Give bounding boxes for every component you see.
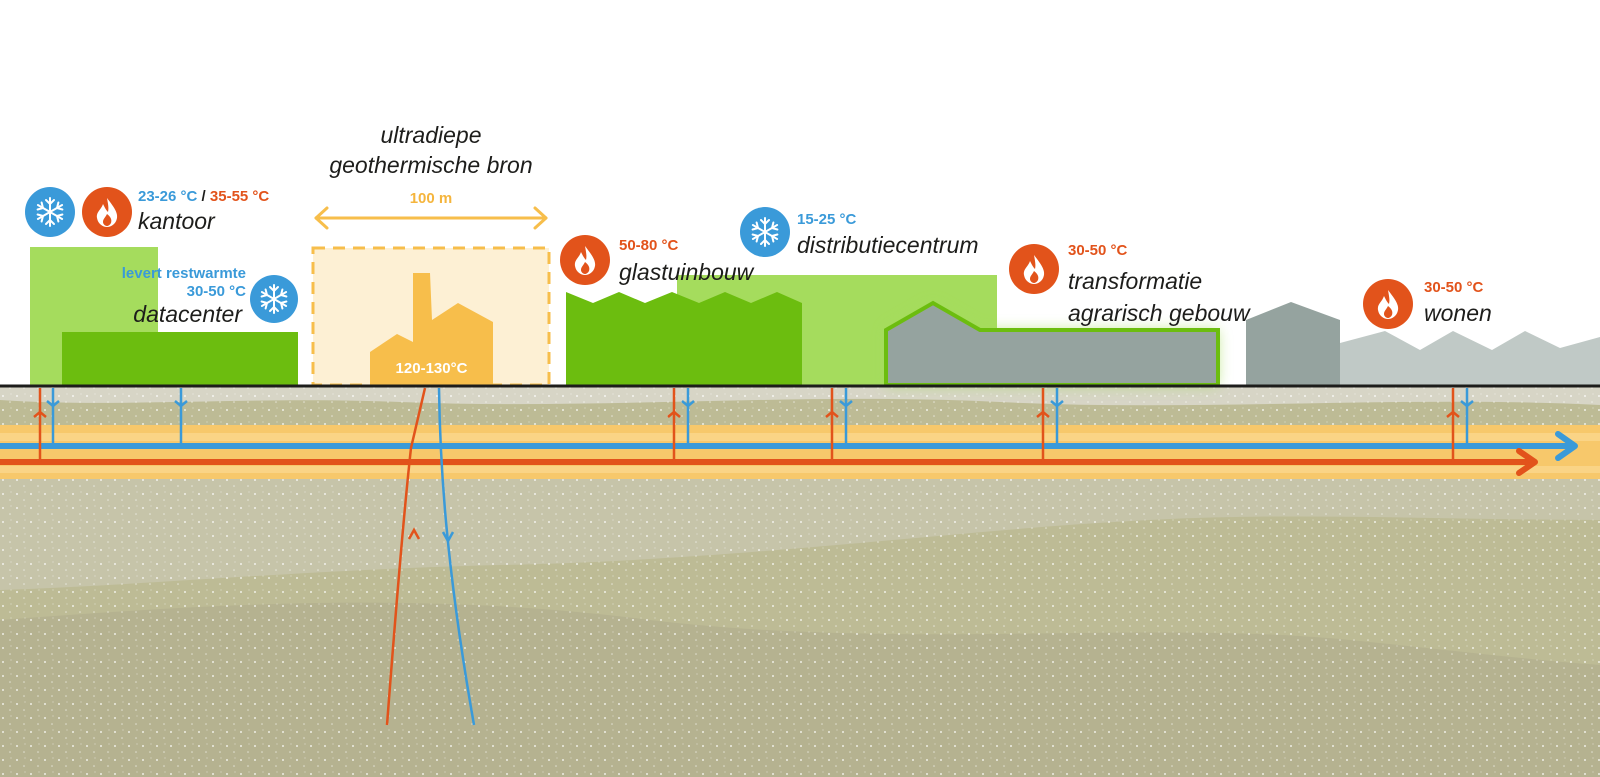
- datacenter-note: levert restwarmte: [121, 265, 246, 282]
- glastuinbouw-label: glastuinbouw: [619, 259, 754, 285]
- wonen-temp: 30-50 °C: [1424, 279, 1484, 296]
- cold-connection-arrow: [174, 400, 188, 408]
- heat-connection-arrow: [33, 410, 47, 418]
- distributiecentrum-label: distributiecentrum: [797, 232, 979, 258]
- kantoor-flame-icon: [82, 187, 132, 237]
- kantoor-heat-temp: 35-55 °C: [209, 188, 270, 205]
- wonen-flame-icon: [1363, 279, 1413, 329]
- transformatie-flame-icon: [1009, 244, 1059, 294]
- wonen-building-2: [1340, 331, 1600, 385]
- kantoor-cold-temp: 23-26 °C: [138, 188, 198, 205]
- kantoor-separator: /: [201, 188, 206, 205]
- heat-connection-arrow: [825, 410, 839, 418]
- glastuinbouw-flame-icon: [560, 235, 610, 285]
- datacenter-temp: 30-50 °C: [186, 283, 246, 300]
- heat-connection-arrow: [1036, 410, 1050, 418]
- source-temperature: 120-130°C: [395, 360, 468, 377]
- glastuinbouw-temp: 50-80 °C: [619, 237, 679, 254]
- datacenter-building: [62, 332, 298, 385]
- distributiecentrum-snowflake-icon: [740, 207, 790, 257]
- source-width-arrow: [314, 206, 548, 230]
- transformatie-label-line1: transformatie: [1068, 268, 1203, 294]
- cold-main-pipe: [0, 431, 1578, 461]
- cold-connection-arrow: [681, 400, 695, 408]
- kantoor-label: kantoor: [138, 208, 215, 234]
- kantoor-temps: 23-26 °C / 35-55 °C: [138, 189, 269, 204]
- connection-pipes: [33, 388, 1474, 462]
- cold-connection-arrow: [46, 400, 60, 408]
- source-width-label: 100 m: [409, 190, 453, 207]
- pipe-band: [0, 425, 1600, 479]
- distributiecentrum-temp: 15-25 °C: [797, 211, 857, 228]
- geothermal-wells: [385, 387, 476, 726]
- datacenter-label: datacenter: [133, 301, 242, 327]
- glastuinbouw-building: [566, 292, 802, 385]
- source-title-line1: ultradiepe: [380, 122, 482, 148]
- transformatie-temp: 30-50 °C: [1068, 242, 1128, 259]
- datacenter-snowflake-icon: [250, 275, 298, 323]
- wonen-label: wonen: [1424, 300, 1492, 326]
- cold-connection-arrow: [1460, 400, 1474, 408]
- wonen-building-1: [1246, 302, 1340, 385]
- transformatie-label-line2: agrarisch gebouw: [1068, 300, 1250, 326]
- kantoor-snowflake-icon: [25, 187, 75, 237]
- cold-connection-arrow: [839, 400, 853, 408]
- heat-connection-arrow: [1446, 410, 1460, 418]
- source-title-line2: geothermische bron: [329, 152, 533, 178]
- heat-connection-arrow: [667, 410, 681, 418]
- cold-connection-arrow: [1050, 400, 1064, 408]
- hot-main-pipe: [0, 448, 1538, 476]
